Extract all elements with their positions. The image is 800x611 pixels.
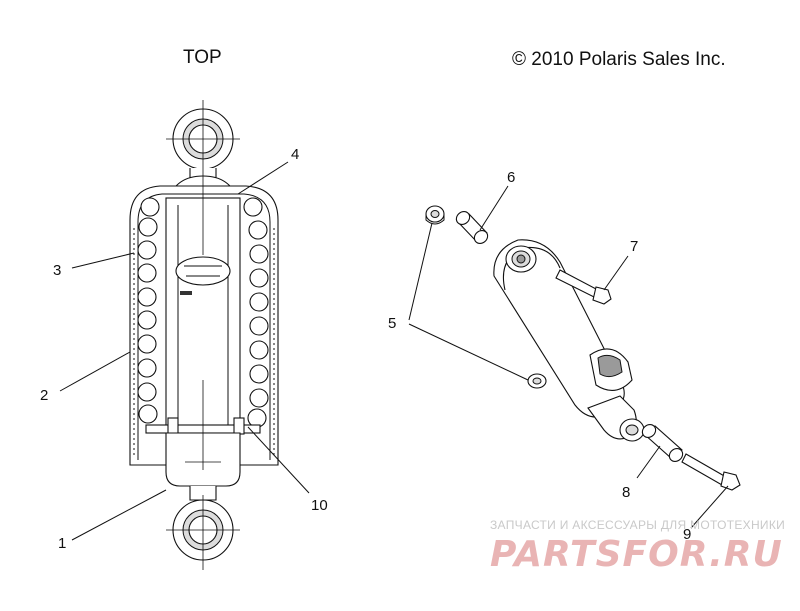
callout-7: 7 <box>630 238 638 255</box>
callout-8: 8 <box>622 484 630 501</box>
coil-spring-left <box>137 197 160 424</box>
shock-body-side <box>493 239 645 442</box>
callout-9: 9 <box>683 526 691 543</box>
callout-10: 10 <box>311 497 328 514</box>
shock-logo-decal <box>175 256 231 286</box>
bushing-top <box>455 211 489 244</box>
watermark-caption: ЗАПЧАСТИ И АКСЕССУАРЫ ДЛЯ МОТОТЕХНИКИ <box>490 518 785 532</box>
bushing-lower <box>641 424 684 462</box>
callout-3: 3 <box>53 262 61 279</box>
copyright-notice: © 2010 Polaris Sales Inc. <box>512 49 726 70</box>
callout-5: 5 <box>388 315 396 332</box>
top-view-label: TOP <box>183 47 222 68</box>
bolt-top <box>555 269 612 305</box>
shock-exploded-view <box>425 205 741 491</box>
callout-1: 1 <box>58 535 66 552</box>
nut-lower <box>527 373 547 389</box>
coil-spring-right <box>243 197 269 428</box>
callout-4: 4 <box>291 146 299 163</box>
nut-top <box>425 205 445 225</box>
watermark-brand: PARTSFOR.RU <box>490 534 783 575</box>
callout-2: 2 <box>40 387 48 404</box>
leader-lines <box>59 161 729 541</box>
bolt-lower <box>681 453 741 491</box>
callout-6: 6 <box>507 169 515 186</box>
shock-assembly-front-view <box>129 100 279 570</box>
